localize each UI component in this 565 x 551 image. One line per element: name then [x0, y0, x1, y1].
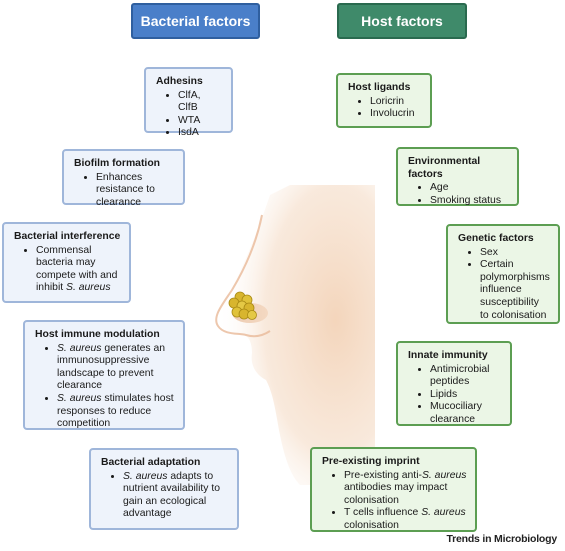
- box-title: Host ligands: [348, 82, 411, 93]
- list-item: Smoking status: [430, 195, 509, 208]
- list-item: IsdA: [178, 127, 223, 140]
- box-list: SexCertain polymorphisms influence susce…: [458, 247, 550, 323]
- box-title: Innate immunity: [408, 350, 488, 361]
- species-name: S. aureus: [66, 282, 111, 294]
- innate-immunity-box: Innate immunity Antimicrobial peptidesLi…: [396, 341, 512, 426]
- box-list: Antimicrobial peptidesLipidsMucociliary …: [408, 364, 502, 427]
- face-silhouette: [217, 185, 375, 485]
- bacterial-adaptation-box: Bacterial adaptation S. aureus adapts to…: [89, 448, 239, 530]
- box-title: Adhesins: [156, 76, 203, 87]
- box-title: Genetic factors: [458, 233, 534, 244]
- genetic-factors-box: Genetic factors SexCertain polymorphisms…: [446, 224, 560, 324]
- list-item: S. aureus stimulates host responses to r…: [57, 393, 175, 431]
- list-item: Sex: [480, 247, 550, 260]
- box-title: Biofilm formation: [74, 158, 161, 169]
- list-item: Pre-existing anti-S. aureus antibodies m…: [344, 470, 467, 508]
- list-item: S. aureus generates an immunosuppressive…: [57, 343, 175, 393]
- box-list: ClfA, ClfBWTAIsdA: [156, 90, 223, 140]
- species-name: S. aureus: [123, 470, 168, 482]
- list-item: S. aureus adapts to nutrient availabilit…: [123, 471, 229, 521]
- species-name: S. aureus: [421, 469, 467, 481]
- list-item: ClfA, ClfB: [178, 90, 223, 115]
- list-item: Antimicrobial peptides: [430, 364, 502, 389]
- host-immune-modulation-box: Host immune modulation S. aureus generat…: [23, 320, 185, 430]
- species-name: S. aureus: [57, 392, 102, 404]
- box-list: S. aureus adapts to nutrient availabilit…: [101, 471, 229, 521]
- journal-credit: Trends in Microbiology: [446, 533, 557, 545]
- box-list: Enhances resistance to clearance: [74, 172, 175, 210]
- list-item: Certain polymorphisms influence suscepti…: [480, 259, 550, 322]
- pre-existing-imprint-box: Pre-existing imprint Pre-existing anti-S…: [310, 447, 477, 532]
- box-list: LoricrinInvolucrin: [348, 96, 422, 121]
- list-item: WTA: [178, 115, 223, 128]
- biofilm-formation-box: Biofilm formation Enhances resistance to…: [62, 149, 185, 208]
- list-item: Age: [430, 182, 509, 195]
- list-item: Mucociliary clearance: [430, 401, 502, 426]
- nose-shape: [215, 214, 271, 338]
- adhesins-box: Adhesins ClfA, ClfBWTAIsdA: [144, 67, 233, 138]
- list-item: Enhances resistance to clearance: [96, 172, 175, 210]
- box-list: Commensal bacteria may compete with and …: [14, 245, 121, 295]
- box-title: Bacterial adaptation: [101, 457, 201, 468]
- species-name: S. aureus: [421, 507, 466, 519]
- nose-illustration: [215, 185, 375, 485]
- staph-aureus-cluster-icon: [228, 291, 257, 320]
- bacterial-interference-box: Bacterial interference Commensal bacteri…: [2, 222, 131, 303]
- box-list: Pre-existing anti-S. aureus antibodies m…: [322, 470, 467, 533]
- list-item: Lipids: [430, 389, 502, 402]
- species-name: S. aureus: [57, 342, 102, 354]
- list-item: Loricrin: [370, 96, 422, 109]
- box-title: Host immune modulation: [35, 329, 160, 340]
- box-list: S. aureus generates an immunosuppressive…: [35, 343, 175, 431]
- box-title: Pre-existing imprint: [322, 456, 420, 467]
- box-list: AgeSmoking status: [408, 182, 509, 207]
- list-item: T cells influence S. aureus colonisation: [344, 507, 467, 532]
- box-title: Environmental factors: [408, 156, 481, 180]
- list-item: Involucrin: [370, 108, 422, 121]
- list-item: Commensal bacteria may compete with and …: [36, 245, 121, 295]
- host-ligands-box: Host ligands LoricrinInvolucrin: [336, 73, 432, 128]
- host-factors-header: Host factors: [337, 3, 467, 39]
- environmental-factors-box: Environmental factors AgeSmoking status: [396, 147, 519, 206]
- box-title: Bacterial interference: [14, 231, 121, 242]
- bacterial-factors-header: Bacterial factors: [131, 3, 260, 39]
